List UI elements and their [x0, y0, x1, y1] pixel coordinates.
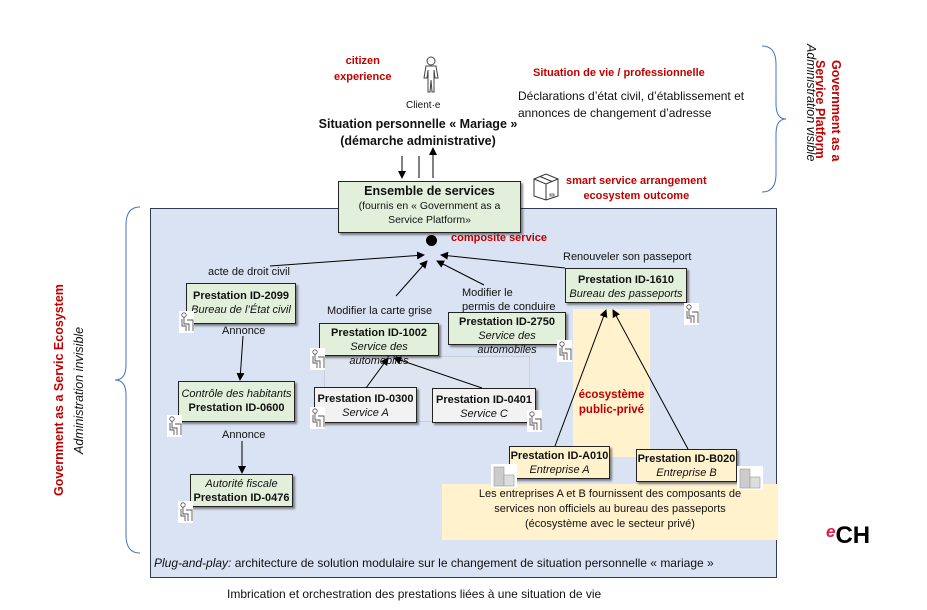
plug-and-play-italic: Plug-and-play:	[154, 556, 232, 570]
service-id: Prestation ID-0476	[193, 492, 290, 504]
office-worker-icon	[310, 407, 325, 429]
service-box-0300[interactable]: Prestation ID-0300 Service A	[314, 387, 417, 423]
service-org: Autorité fiscale	[205, 478, 278, 490]
service-box-0401[interactable]: Prestation ID-0401 Service C	[432, 388, 536, 423]
service-id: Prestation ID-A010	[510, 450, 609, 462]
service-box-0600[interactable]: Contrôle des habitants Prestation ID-060…	[178, 381, 295, 422]
service-box-2750[interactable]: Prestation ID-2750 Service des automobil…	[448, 312, 566, 356]
service-id: Prestation ID-1610	[578, 274, 674, 286]
situation-title: Situation personnelle « Mariage » (démar…	[318, 116, 518, 150]
ensemble-line2: (fournis en « Government as a	[358, 200, 501, 212]
plug-and-play-text: architecture de solution modulaire sur l…	[231, 556, 714, 570]
citizen-line-2: experience	[334, 71, 392, 83]
edge-label-annonce-1: Annonce	[222, 325, 266, 337]
edge-label-permis-line1: Modifier le	[462, 287, 513, 299]
service-org: Contrôle des habitants	[181, 388, 292, 400]
service-id: Prestation ID-0300	[317, 393, 414, 405]
ecosystem-subtitle: Administration invisible	[72, 326, 86, 454]
ecosystem-title: Government as a Servic Ecosystem	[52, 284, 66, 496]
service-org: Service des automobiles	[349, 341, 409, 367]
edge-label-permis-line2: permis de conduire	[462, 301, 556, 313]
service-box-2099[interactable]: Prestation ID-2099 Bureau de l’État civi…	[186, 283, 296, 324]
life-situation-line1: Déclarations d’état civil, d’établisseme…	[518, 89, 745, 103]
right-brace	[761, 45, 787, 193]
office-worker-icon	[527, 410, 542, 432]
person-icon	[423, 56, 439, 93]
service-box-1002[interactable]: Prestation ID-1002 Service des automobil…	[319, 323, 439, 367]
service-id: Prestation ID-1002	[331, 327, 427, 339]
life-situation-line2: annonces de changement d’adresse	[518, 106, 712, 120]
composite-service-node	[426, 235, 437, 246]
ecosystem-label-line2: public-privé	[578, 404, 645, 416]
logo-prefix: e	[826, 522, 836, 541]
office-worker-icon	[557, 340, 572, 362]
office-worker-icon	[167, 415, 182, 437]
smart-service-label: smart service arrangement ecosystem outc…	[566, 174, 707, 204]
platform-title: Government as a Service Platform	[812, 60, 844, 180]
life-situation-heading: Situation de vie / professionnelle	[533, 67, 705, 79]
ecosystem-label-line1: écosystème	[578, 389, 645, 401]
client-label: Client·e	[406, 100, 441, 111]
plug-and-play-note: Plug-and-play: architecture de solution …	[154, 556, 714, 570]
building-icon	[491, 464, 517, 488]
office-worker-icon	[179, 311, 194, 333]
composite-service-label: composite service	[451, 232, 547, 244]
enterprise-note-line1: Les entreprises A et B fournissent des c…	[478, 488, 742, 500]
service-box-0476[interactable]: Autorité fiscale Prestation ID-0476	[190, 474, 293, 507]
enterprise-note-line3: (écosystème avec le secteur privé)	[525, 518, 695, 530]
ensemble-title: Ensemble de services	[364, 184, 495, 198]
building-icon	[737, 466, 763, 490]
logo-main: CH	[835, 522, 871, 549]
smart-service-line2: ecosystem outcome	[583, 190, 690, 202]
citizen-experience-label: citizen experience	[334, 53, 391, 85]
ensemble-services-box[interactable]: Ensemble de services (fournis en « Gover…	[338, 181, 521, 233]
ensemble-line3: Service Platform»	[388, 214, 471, 226]
life-situation-description: Déclarations d’état civil, d’établisseme…	[518, 88, 744, 122]
service-box-A010[interactable]: Prestation ID-A010 Entreprise A	[509, 446, 610, 479]
service-org: Bureau de l’État civil	[191, 304, 291, 316]
edge-label-carte-grise: Modifier la carte grise	[327, 305, 433, 317]
office-worker-icon	[684, 303, 699, 325]
ech-logo: eCH	[826, 522, 871, 549]
service-org: Entreprise B	[656, 467, 717, 479]
service-id: Prestation ID-2750	[459, 316, 555, 328]
edge-label-acte-droit-civil: acte de droit civil	[208, 266, 290, 278]
service-org: Service des automobiles	[477, 330, 537, 356]
service-org: Bureau des passeports	[569, 288, 683, 300]
service-org: Service C	[460, 408, 508, 420]
citizen-line-1: citizen	[345, 55, 380, 67]
platform-subtitle: Administration visible	[804, 44, 818, 162]
left-brace	[114, 206, 141, 554]
service-org: Entreprise A	[529, 464, 590, 476]
edge-label-permis: Modifier le permis de conduire	[462, 286, 556, 314]
service-id: Prestation ID-2099	[193, 290, 289, 302]
situation-title-line1: Situation personnelle « Mariage »	[318, 117, 518, 131]
smart-service-line1: smart service arrangement	[566, 175, 707, 187]
enterprise-note: Les entreprises A et B fournissent des c…	[442, 484, 778, 540]
service-org: Service A	[342, 407, 389, 419]
enterprise-note-line2: services non officiels au bureau des pas…	[494, 503, 726, 515]
office-worker-icon	[310, 348, 325, 370]
ecosystem-label: écosystème public-privé	[573, 388, 650, 418]
situation-title-line2: (démarche administrative)	[340, 134, 496, 148]
service-id: Prestation ID-0401	[436, 394, 532, 406]
public-private-ecosystem-area	[573, 309, 650, 457]
service-box-1610[interactable]: Prestation ID-1610 Bureau des passeports	[565, 268, 687, 303]
figure-caption: Imbrication et orchestration des prestat…	[227, 587, 602, 601]
edge-label-annonce-2: Annonce	[222, 429, 266, 441]
service-box-B020[interactable]: Prestation ID-B020 Entreprise B	[636, 449, 737, 482]
service-id: Prestation ID-B020	[637, 453, 736, 465]
platform-title-line1: Government as a	[829, 60, 843, 162]
edge-label-passeport: Renouveler son passeport	[563, 251, 692, 263]
service-id: Prestation ID-0600	[188, 402, 285, 414]
platform-title-line2: Service Platform	[813, 60, 827, 159]
office-worker-icon	[178, 501, 193, 523]
package-box-icon	[533, 173, 559, 201]
